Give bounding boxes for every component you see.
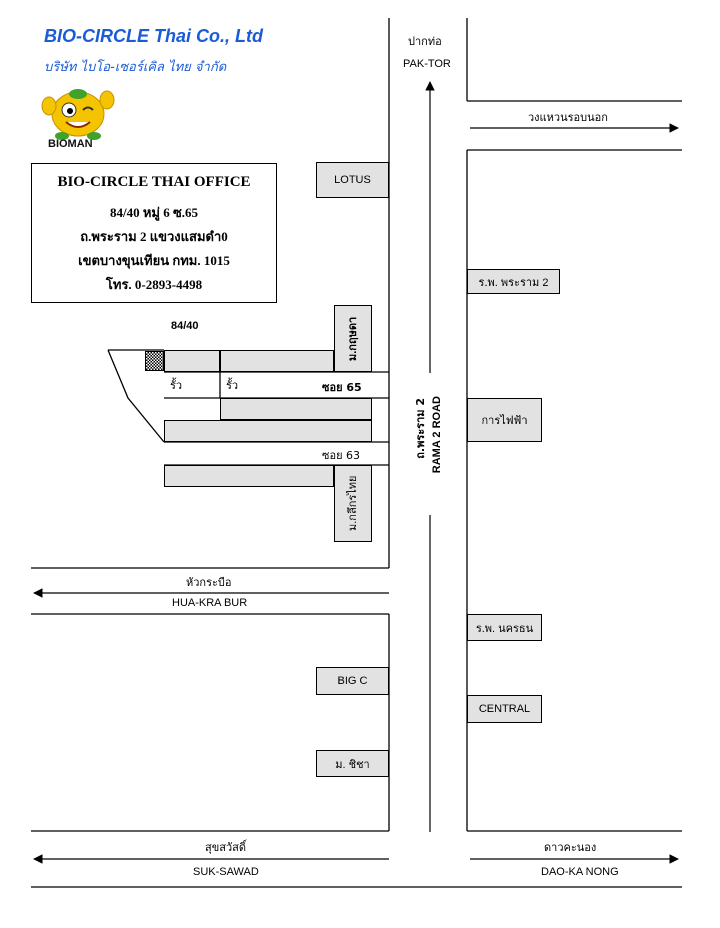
label-hua-krabue-en: HUA-KRA BUR bbox=[172, 597, 248, 609]
office-title: BIO-CIRCLE THAI OFFICE bbox=[57, 174, 251, 190]
label-fence-2: รั้ว bbox=[226, 379, 239, 392]
label-outer-ring: วงแหวนรอบนอก bbox=[528, 111, 608, 124]
office-address-line3: เขตบางขุนเทียน กทม. 1015 bbox=[78, 253, 230, 268]
building-village-c: ม. ชิชา bbox=[316, 750, 389, 777]
building-rama2-hospital: ร.พ. พระราม 2 bbox=[467, 269, 560, 294]
label-soi-65: ซอย 65 bbox=[322, 381, 362, 394]
office-address-line2: ถ.พระราม 2 แขวงแสมดำ0 bbox=[80, 229, 228, 244]
building-village-a: ม.กฤษดา bbox=[334, 305, 372, 372]
label-house-number: 84/40 bbox=[171, 320, 199, 332]
building-row-1 bbox=[220, 350, 334, 372]
label-dao-kanong-th: ดาวคะนอง bbox=[544, 841, 597, 854]
label-pak-tor-th: ปากท่อ bbox=[408, 35, 442, 48]
office-location-marker bbox=[145, 351, 164, 371]
bioman-mascot-icon bbox=[41, 89, 115, 140]
building-big-c: BIG C bbox=[316, 667, 389, 695]
building-central: CENTRAL bbox=[467, 695, 542, 723]
building-village-a-label: ม.กฤษดา bbox=[347, 316, 359, 361]
building-village-b-label: ม.กลึกรไทย bbox=[347, 475, 359, 532]
label-suk-sawat-en: SUK-SAWAD bbox=[193, 866, 259, 878]
building-row-2 bbox=[220, 398, 372, 420]
label-suk-sawat-th: สุขสวัสดิ์ bbox=[205, 841, 246, 854]
label-hua-krabue-th: หัวกระบือ bbox=[186, 576, 232, 589]
building-lotus: LOTUS bbox=[316, 162, 389, 198]
building-nakhon-hospital: ร.พ. นครธน bbox=[467, 614, 542, 641]
company-name-th: บริษัท ไบโอ-เซอร์เคิล ไทย จำกัด bbox=[44, 60, 227, 75]
label-rama2-en: RAMA 2 ROAD bbox=[431, 396, 443, 474]
label-pak-tor-en: PAK-TOR bbox=[403, 58, 451, 70]
building-row-3 bbox=[164, 420, 372, 442]
label-soi-63: ซอย 63 bbox=[322, 449, 361, 462]
building-row-1b bbox=[164, 350, 220, 372]
label-dao-kanong-en: DAO-KA NONG bbox=[541, 866, 619, 878]
building-row-4 bbox=[164, 465, 334, 487]
mascot-label: BIOMAN bbox=[48, 138, 93, 150]
building-village-b: ม.กลึกรไทย bbox=[334, 465, 372, 542]
office-info-box: BIO-CIRCLE THAI OFFICE 84/40 หมู่ 6 ซ.65… bbox=[31, 163, 277, 303]
office-address-line1: 84/40 หมู่ 6 ซ.65 bbox=[109, 205, 199, 220]
direction-arrows bbox=[33, 81, 679, 864]
company-name-en: BIO-CIRCLE Thai Co., Ltd bbox=[44, 26, 263, 46]
building-electricity: การไฟฟ้า bbox=[467, 398, 542, 442]
office-phone: โทร. 0-2893-4498 bbox=[105, 277, 203, 292]
label-fence-1: รั้ว bbox=[170, 379, 183, 392]
label-rama2-th: ถ.พระราม 2 bbox=[414, 398, 427, 459]
